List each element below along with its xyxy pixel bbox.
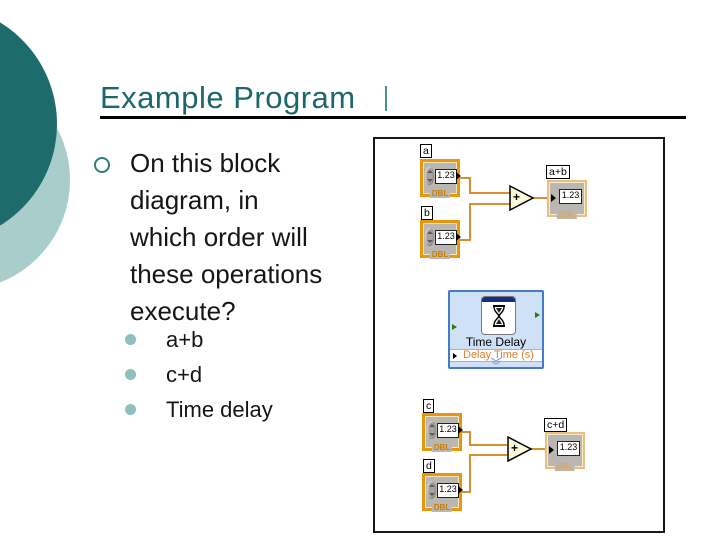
body-text: On this block diagram, in which order wi…: [130, 148, 323, 326]
increment-decrement-icon[interactable]: [427, 481, 436, 499]
list-item: Time delay: [122, 392, 273, 427]
bullet-dot-icon: [125, 369, 136, 380]
numeric-control-c[interactable]: 1.23 DBL: [422, 413, 463, 452]
wire: [532, 197, 548, 199]
sub-bullet-list: a+b c+d Time delay: [122, 322, 273, 427]
wire: [460, 177, 471, 179]
numeric-value: 1.23: [557, 441, 580, 456]
add-triangle-icon: [509, 184, 535, 212]
output-arrow-icon: [458, 486, 463, 494]
datatype-badge: DBL: [429, 250, 451, 259]
numeric-value[interactable]: 1.23: [437, 483, 459, 498]
wire: [462, 491, 471, 493]
hourglass-icon: [481, 296, 516, 335]
param-arrow-icon: [453, 353, 457, 359]
wire: [469, 203, 471, 241]
numeric-value[interactable]: 1.23: [435, 169, 457, 184]
block-diagram-panel: a 1.23 DBL b 1.23 DBL + a+b 1.23 DBL: [373, 137, 665, 533]
bullet-ring-icon: [94, 157, 110, 173]
list-item: a+b: [122, 322, 273, 357]
datatype-badge: DBL: [431, 443, 453, 452]
numeric-control-d[interactable]: 1.23 DBL: [422, 473, 463, 512]
numeric-value[interactable]: 1.23: [437, 423, 459, 438]
add-function-node: +: [509, 184, 535, 212]
wire: [469, 444, 507, 446]
numeric-indicator-a-plus-b: 1.23 DBL: [547, 180, 587, 219]
increment-decrement-icon[interactable]: [427, 421, 436, 439]
wire: [462, 431, 471, 433]
wire: [530, 448, 545, 450]
increment-decrement-icon[interactable]: [425, 167, 434, 185]
datatype-badge: DBL: [554, 462, 576, 471]
output-arrow-icon: [456, 233, 461, 241]
increment-decrement-icon[interactable]: [425, 228, 434, 246]
wire: [460, 239, 471, 241]
datatype-badge: DBL: [429, 189, 451, 198]
list-item: c+d: [122, 357, 273, 392]
output-terminal-icon: [535, 312, 540, 318]
time-delay-express-vi[interactable]: Time Delay Delay Time (s): [448, 290, 544, 369]
input-arrow-icon: [551, 194, 556, 202]
output-arrow-icon: [456, 172, 461, 180]
bullet-dot-icon: [125, 404, 136, 415]
datatype-badge: DBL: [556, 210, 578, 219]
terminal-label-a: a: [420, 144, 432, 158]
plus-symbol: +: [513, 190, 521, 204]
expand-chevron-icon[interactable]: [489, 357, 503, 366]
sub-bullet-label: Time delay: [166, 396, 273, 422]
terminal-label-c-plus-d: c+d: [544, 418, 568, 432]
add-function-node: +: [507, 435, 533, 463]
title-caret: [385, 86, 387, 111]
numeric-indicator-c-plus-d: 1.23 DBL: [545, 432, 585, 471]
sub-bullet-label: a+b: [166, 326, 204, 352]
express-vi-title: Time Delay: [465, 335, 527, 349]
wire: [469, 203, 510, 205]
bullet-dot-icon: [125, 334, 136, 345]
input-arrow-icon: [549, 446, 554, 454]
datatype-badge: DBL: [431, 503, 453, 512]
wire: [469, 454, 507, 456]
terminal-label-c: c: [423, 399, 435, 413]
title-underline: [100, 116, 686, 119]
terminal-label-d: d: [423, 459, 435, 473]
plus-symbol: +: [511, 441, 519, 455]
numeric-value: 1.23: [559, 189, 582, 204]
numeric-value[interactable]: 1.23: [435, 230, 457, 245]
numeric-control-a[interactable]: 1.23 DBL: [420, 159, 461, 198]
wire: [469, 177, 471, 194]
terminal-label-a-plus-b: a+b: [546, 165, 570, 179]
output-arrow-icon: [458, 426, 463, 434]
icon-title-bar: [482, 297, 515, 302]
input-terminal-icon: [452, 324, 457, 330]
terminal-label-b: b: [421, 206, 433, 220]
numeric-control-b[interactable]: 1.23 DBL: [420, 220, 461, 259]
wire: [469, 192, 510, 194]
wire: [469, 454, 471, 493]
slide-title: Example Program: [100, 80, 356, 115]
sub-bullet-label: c+d: [166, 361, 203, 387]
add-triangle-icon: [507, 435, 533, 463]
wire: [469, 431, 471, 446]
